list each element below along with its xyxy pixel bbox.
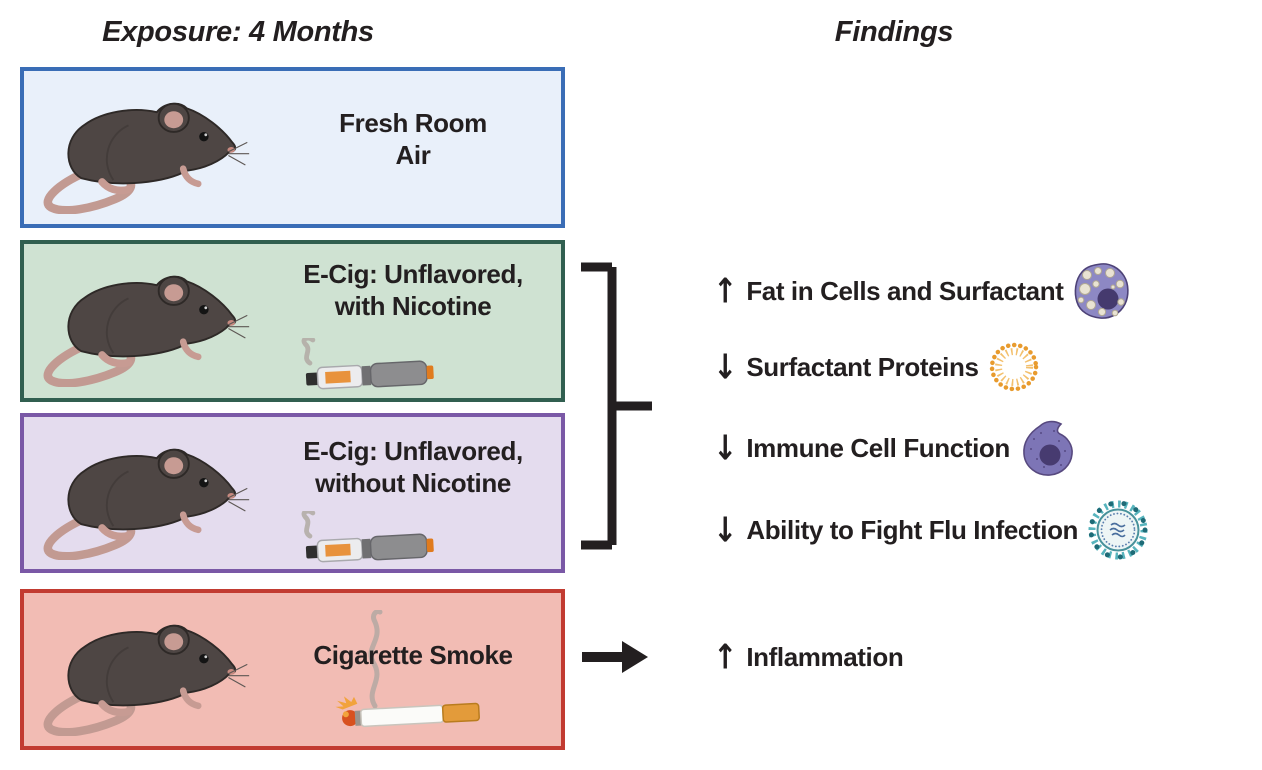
finding-label: Surfactant Proteins: [746, 351, 979, 382]
exposure-box-fresh-room-air: Fresh Room Air: [20, 67, 565, 228]
decrease-arrow-icon: ↓: [713, 346, 738, 387]
ecig-groups-bracket: [581, 262, 652, 550]
finding-surfactant-proteins: ↓ Surfactant Proteins: [713, 339, 1040, 395]
exposure-label-line1: Fresh Room: [339, 108, 487, 138]
flu-virus-icon: [1088, 500, 1148, 560]
exposure-box-ecig-with-nicotine: E-Cig: Unflavored, with Nicotine: [20, 240, 565, 402]
increase-arrow-icon: ↑: [713, 270, 738, 311]
decrease-arrow-icon: ↓: [713, 509, 738, 550]
exposure-label-line2: without Nicotine: [315, 468, 511, 498]
immune-cell-icon: [1023, 420, 1073, 476]
e-cigarette-icon: [286, 511, 446, 569]
finding-label: Inflammation: [746, 641, 904, 672]
finding-immune-cell-function: ↓ Immune Cell Function: [713, 418, 1077, 478]
exposure-column-title: Exposure: 4 Months: [102, 16, 374, 48]
cigarette-icon: [319, 607, 499, 743]
exposure-label: E-Cig: Unflavored, without Nicotine: [279, 435, 547, 499]
finding-label: Ability to Fight Flu Infection: [746, 514, 1079, 545]
mouse-illustration: [32, 255, 257, 387]
exposure-label: E-Cig: Unflavored, with Nicotine: [279, 258, 547, 322]
mouse-illustration: [32, 82, 257, 214]
cigarette-findings-arrow-icon: [582, 641, 648, 673]
finding-label: Fat in Cells and Surfactant: [746, 275, 1064, 306]
surfactant-micelle-icon: [989, 342, 1038, 392]
finding-fight-flu-infection: ↓ Ability to Fight Flu Infection: [713, 498, 1149, 562]
mouse-illustration: [32, 428, 257, 560]
foamy-macrophage-icon: [1075, 263, 1130, 319]
finding-fat-in-cells: ↑ Fat in Cells and Surfactant: [713, 261, 1130, 321]
exposure-label: Cigarette Smoke: [279, 639, 547, 671]
exposure-label-line1: Cigarette Smoke: [313, 640, 513, 670]
decrease-arrow-icon: ↓: [713, 427, 738, 468]
finding-inflammation: ↑ Inflammation: [713, 636, 904, 677]
exposure-label: Fresh Room Air: [279, 107, 547, 171]
exposure-label-line2: with Nicotine: [334, 291, 492, 321]
findings-column-title: Findings: [834, 16, 954, 48]
exposure-label-line1: E-Cig: Unflavored,: [303, 259, 523, 289]
e-cigarette-icon: [286, 338, 446, 396]
mouse-illustration: [32, 604, 257, 736]
exposure-box-ecig-without-nicotine: E-Cig: Unflavored, without Nicotine: [20, 413, 565, 573]
exposure-label-line2: Air: [395, 140, 431, 170]
exposure-label-line1: E-Cig: Unflavored,: [303, 436, 523, 466]
exposure-box-cigarette-smoke: Cigarette Smoke: [20, 589, 565, 750]
increase-arrow-icon: ↑: [713, 636, 738, 677]
finding-label: Immune Cell Function: [746, 432, 1010, 463]
